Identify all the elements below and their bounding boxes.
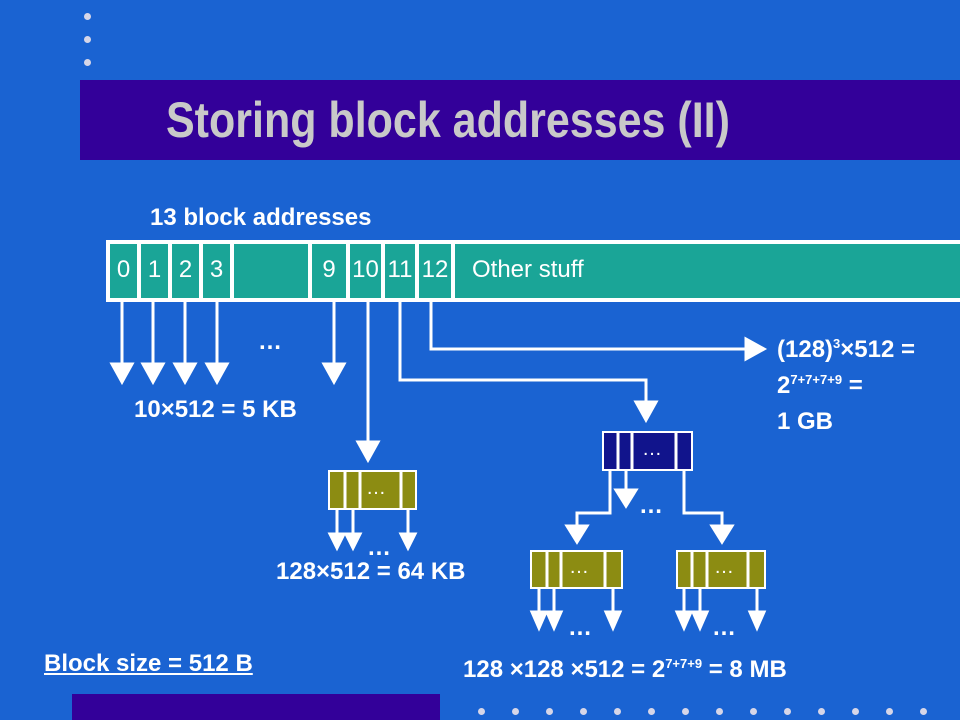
decor-dot [614,708,621,715]
ellipsis: … [366,477,386,499]
ellipsis: … [712,614,736,641]
inode-cell-label: 10 [352,256,379,283]
ellipsis: … [714,556,734,578]
block-size-note: Block size = 512 B [44,650,253,677]
decor-dot [84,59,91,66]
inode-address-strip [106,240,960,302]
inode-cell-label: 12 [421,256,449,283]
inode-cell-label: 0 [116,256,131,283]
inode-cell-label: 9 [322,256,336,283]
title-bar [80,80,960,160]
bottom-bar [72,694,440,720]
ellipsis: … [642,438,662,460]
other-stuff-label: Other stuff [472,256,584,283]
decor-dot [478,708,485,715]
decor-dot [580,708,587,715]
slide-title: Storing block addresses (II) [166,92,730,148]
decor-dot [852,708,859,715]
decor-dot [682,708,689,715]
decor-dot [546,708,553,715]
inode-cell-label: 3 [209,256,224,283]
decor-dot [750,708,757,715]
double-indirect-equation: 128 ×128 ×512 = 27+7+9 = 8 MB [463,656,787,683]
decor-dot [512,708,519,715]
decor-dot [716,708,723,715]
decor-dot [84,13,91,20]
decor-dot [648,708,655,715]
ellipsis: … [639,492,663,519]
direct-blocks-equation: 10×512 = 5 KB [134,396,297,423]
ellipsis: … [367,534,391,561]
inode-cell-label: 11 [387,256,413,283]
ellipsis: … [569,556,589,578]
decor-dot [920,708,927,715]
inode-cell-label: 2 [178,256,193,283]
decor-dot [818,708,825,715]
ellipsis: … [568,614,592,641]
inode-cell-label: 1 [147,256,162,283]
ellipsis: … [258,328,282,355]
triple-indirect-equation: (128)3×512 = 27+7+7+9 = 1 GB [777,336,916,435]
single-indirect-equation: 128×512 = 64 KB [276,558,466,585]
block-addresses-label: 13 block addresses [150,204,372,231]
decor-dot [886,708,893,715]
decor-dot [784,708,791,715]
decor-dot [84,36,91,43]
